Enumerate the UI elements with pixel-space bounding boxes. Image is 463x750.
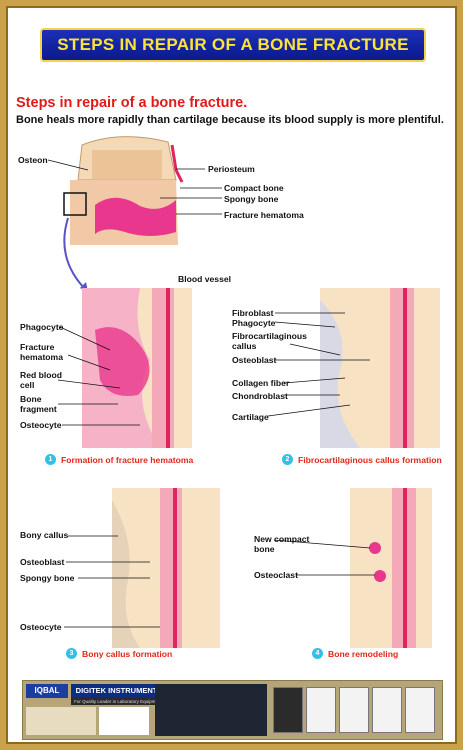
step-number-3: 3 [66,648,77,659]
panel4-caption: 4 Bone remodeling [312,648,398,659]
label-collagen-fiber: Collagen fiber [232,378,290,388]
panel1-caption: 1 Formation of fracture hematoma [45,454,193,465]
step-number-2: 2 [282,454,293,465]
panel2-illustration [320,288,440,448]
panel4-caption-text: Bone remodeling [328,648,399,659]
label-fracture-hematoma: Fracture hematoma [224,210,304,220]
step-number-4: 4 [312,648,323,659]
step-number-1: 1 [45,454,56,465]
label-chondroblast: Chondroblast [232,391,288,401]
label-cartilage: Cartilage [232,412,269,422]
label-red-blood-cell: Red blood cell [20,370,63,390]
panel1-illustration [82,288,192,448]
bone-cross-section-illustration [63,136,184,245]
footer-thumbnail [339,687,369,733]
title-banner: STEPS IN REPAIR OF A BONE FRACTURE [40,28,426,62]
footer-tagline: For Quality Leader in Laboratory Equipme… [71,698,167,705]
footer-thumbnail [306,687,336,733]
label-phagocyte: Phagocyte [232,318,276,328]
label-osteoblast: Osteoblast [232,355,277,365]
label-osteocyte: Osteocyte [20,622,62,632]
title-banner-text: STEPS IN REPAIR OF A BONE FRACTURE [57,35,409,54]
footer-product-image [99,707,149,735]
footer-thumbnail [405,687,435,733]
panel2-caption-text: Fibrocartilaginous callus formation [298,454,442,465]
label-spongy-bone: Spongy bone [224,194,279,204]
footer-info-panel [155,684,267,736]
label-fracture-hematoma: Fracture hematoma [20,342,63,362]
footer-text-block [26,707,96,735]
label-osteoclast: Osteoclast [254,570,298,580]
label-compact-bone: Compact bone [224,183,284,193]
panel4-illustration [350,488,432,648]
label-osteocyte: Osteocyte [20,420,62,430]
footer-brand: DIGITEK INSTRUMENTS [71,684,167,698]
label-new-compact-bone: New compact bone [254,534,310,554]
label-fibrocartilaginous-callus: Fibrocartilaginous callus [232,331,307,351]
label-bony-callus: Bony callus [20,530,69,540]
label-phagocyte: Phagocyte [20,322,64,332]
panel1-caption-text: Formation of fracture hematoma [61,454,194,465]
footer-thumbnail [273,687,303,733]
footer-advertisement: IQBAL DIGITEK INSTRUMENTS For Quality Le… [22,680,443,740]
panel3-caption-text: Bony callus formation [82,648,173,659]
label-blood-vessel: Blood vessel [178,274,232,284]
label-osteoblast: Osteoblast [20,557,65,567]
heading: Steps in repair of a bone fracture. [16,95,248,111]
leader-lines [47,159,375,628]
label-osteon: Osteon [18,155,48,165]
label-periosteum: Periosteum [208,164,255,174]
label-spongy-bone: Spongy bone [20,573,75,583]
label-fibroblast: Fibroblast [232,308,274,318]
panel3-caption: 3 Bony callus formation [66,648,172,659]
subheading: Bone heals more rapidly than cartilage b… [16,114,444,126]
footer-thumbnail [372,687,402,733]
footer-logo: IQBAL [26,684,68,698]
zoom-arrow [63,217,89,293]
label-bone-fragment: Bone fragment [20,394,57,414]
panel2-caption: 2 Fibrocartilaginous callus formation [282,454,442,465]
panel3-illustration [112,488,220,648]
